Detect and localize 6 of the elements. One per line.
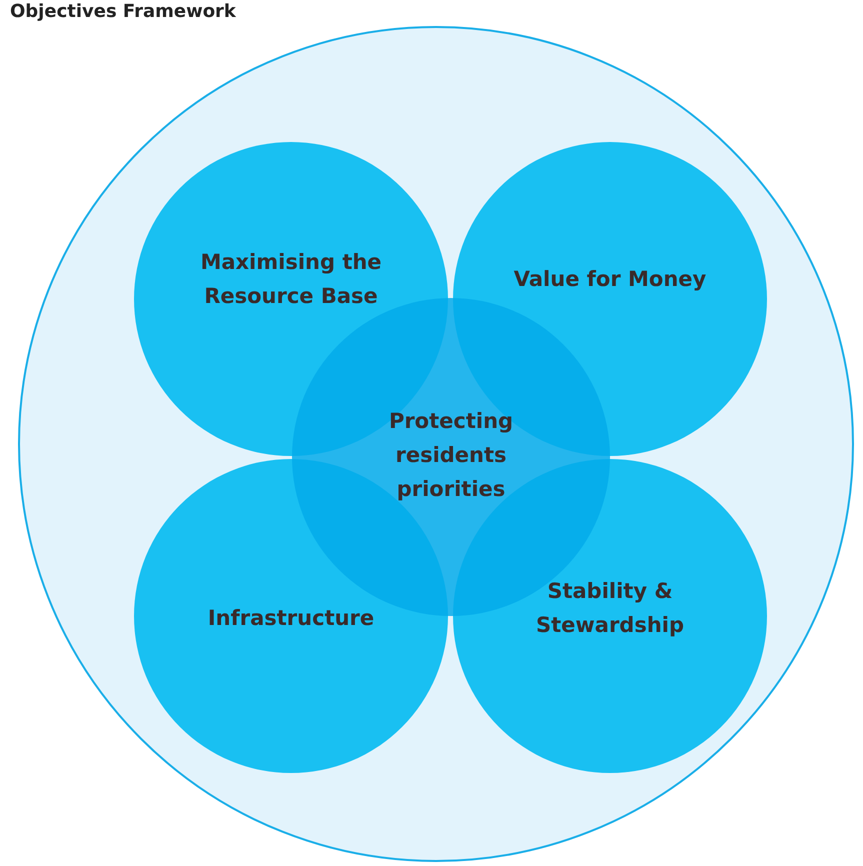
circle-label: Maximising the Resource Base bbox=[199, 249, 383, 310]
circle-label: Stability & Stewardship bbox=[534, 578, 686, 639]
diagram-title: Objectives Framework bbox=[10, 1, 236, 23]
circle-label: Value for Money bbox=[512, 266, 708, 293]
circle-label: Infrastructure bbox=[206, 605, 376, 632]
circle-label: Protecting residents priorities bbox=[388, 408, 514, 503]
